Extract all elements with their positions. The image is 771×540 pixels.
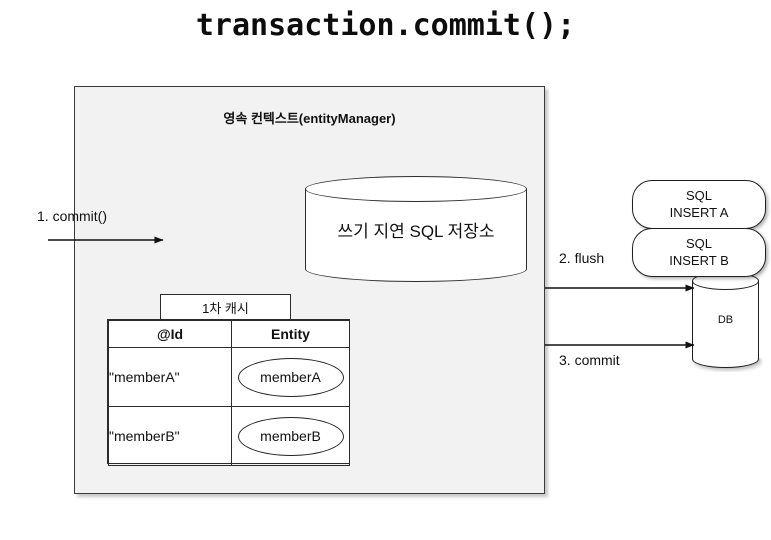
entity-ellipse-membera: memberA <box>237 357 344 397</box>
column-header-id: @Id <box>108 320 232 348</box>
table-header-row: @Id Entity <box>108 320 350 348</box>
db-cylinder: DB <box>692 272 759 368</box>
cell-entity-memberb: memberB <box>231 406 350 466</box>
arrow-label-flush: 2. flush <box>559 250 605 266</box>
sql-insert-b-line1: SQL <box>685 236 712 252</box>
first-level-cache-table: @Id Entity "memberA" memberA "memberB" m… <box>107 319 350 466</box>
arrow-label-commit-db: 3. commit <box>559 352 620 368</box>
page-title: transaction.commit(); <box>195 8 576 43</box>
cell-entity-membera: memberA <box>231 347 350 407</box>
sql-store-label: 쓰기 지연 SQL 저장소 <box>337 221 495 241</box>
cell-id-memberb: "memberB" <box>108 406 232 466</box>
cylinder-top <box>305 176 527 202</box>
table-row: "memberB" memberB <box>108 406 350 466</box>
sql-insert-a-line1: SQL <box>685 188 712 204</box>
db-label: DB <box>717 314 734 326</box>
sql-insert-b-box: SQL INSERT B <box>632 228 766 277</box>
cell-id-membera: "memberA" <box>108 347 232 407</box>
cylinder-body <box>305 189 527 269</box>
column-header-entity: Entity <box>231 320 350 348</box>
sql-insert-a-line2: INSERT A <box>669 204 729 220</box>
sql-store-cylinder: 쓰기 지연 SQL 저장소 <box>305 176 527 282</box>
sql-insert-a-box: SQL INSERT A <box>632 180 766 229</box>
arrow-label-commit: 1. commit() <box>37 208 107 224</box>
table-row: "memberA" memberA <box>108 347 350 407</box>
entity-ellipse-memberb: memberB <box>237 416 344 456</box>
first-level-cache-tab: 1차 캐시 <box>160 294 291 320</box>
sql-insert-b-line2: INSERT B <box>669 252 729 268</box>
db-cylinder-body <box>692 281 759 359</box>
persistence-context-title: 영속 컨텍스트(entityManager) <box>223 111 396 126</box>
